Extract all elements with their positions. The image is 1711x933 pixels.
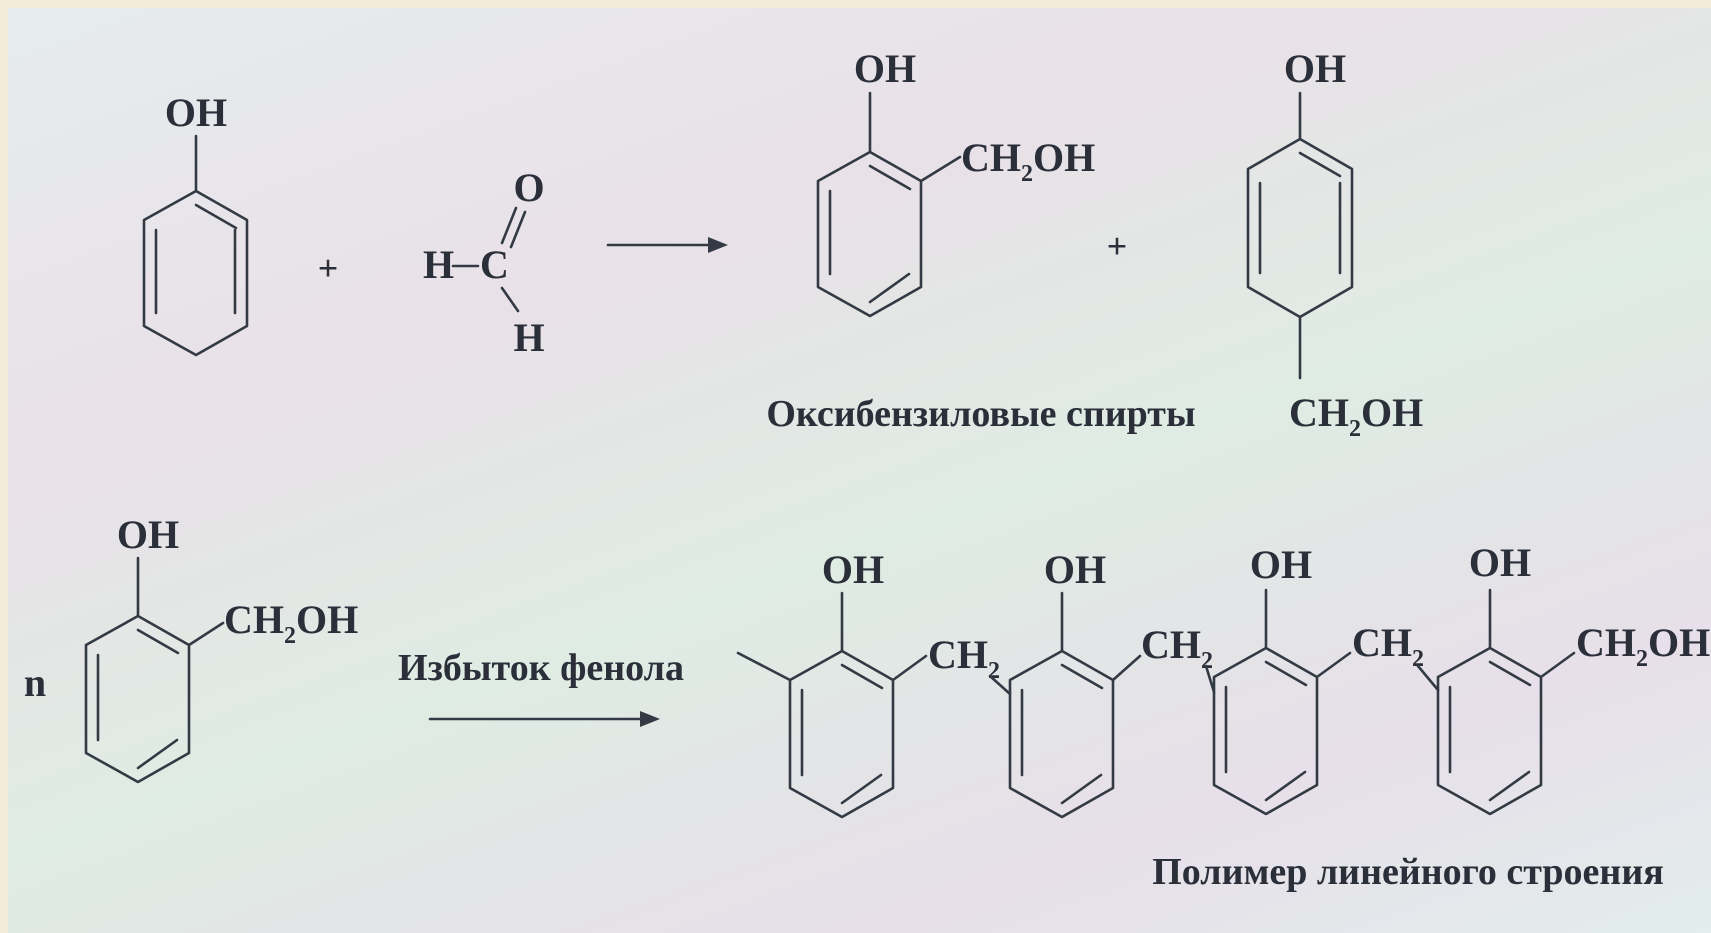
formaldehyde-h-left: H <box>423 242 454 287</box>
polymer-oh-2: OH <box>1044 547 1106 592</box>
reaction-arrow-2 <box>428 711 660 727</box>
polymer-ch2-3: CH2 <box>1352 620 1424 672</box>
para-hydroxybenzyl-alcohol: OH CH2OH <box>1246 46 1423 442</box>
ortho-oh: OH <box>854 46 916 91</box>
caption-polymer: Полимер линейного строения <box>1152 851 1664 893</box>
polymer-oh-4: OH <box>1469 540 1531 585</box>
plus-sign-2: + <box>1107 226 1128 266</box>
polymer-ch2-1: CH2 <box>928 632 1000 684</box>
reaction-arrow-1 <box>606 237 728 253</box>
reaction-scheme: OH + H C O H OH CH2OH + OH CH2OH <box>8 8 1711 933</box>
n-coefficient: n <box>24 660 46 705</box>
scheme-svg: OH + H C O H OH CH2OH + OH CH2OH <box>24 46 1710 893</box>
plus-sign-1: + <box>318 248 339 288</box>
caption-alcohols: Оксибензиловые спирты <box>766 393 1195 435</box>
ortho-hydroxybenzyl-alcohol: OH CH2OH <box>816 46 1095 318</box>
para-oh: OH <box>1284 46 1346 91</box>
formaldehyde-h-bottom: H <box>513 315 544 360</box>
ortho-ch2oh: CH2OH <box>961 135 1095 187</box>
formaldehyde-o: O <box>513 165 544 210</box>
monomer-ortho-alcohol: OH CH2OH <box>84 512 358 784</box>
phenol-oh: OH <box>165 90 227 135</box>
caption-excess-phenol: Избыток фенола <box>398 647 684 689</box>
para-ch2oh: CH2OH <box>1289 390 1423 442</box>
polymer-ch2oh-end: CH2OH <box>1576 620 1710 672</box>
polymer-oh-1: OH <box>822 547 884 592</box>
monomer-ch2oh: CH2OH <box>224 597 358 649</box>
polymer-oh-3: OH <box>1250 542 1312 587</box>
formaldehyde-c: C <box>480 242 509 287</box>
phenol: OH <box>142 90 249 357</box>
polymer-ch2-2: CH2 <box>1141 622 1213 674</box>
monomer-oh: OH <box>117 512 179 557</box>
polymer-chain: OH CH2 OH CH2 OH CH2 OH CH2OH <box>736 540 1710 819</box>
formaldehyde: H C O H <box>423 165 545 360</box>
